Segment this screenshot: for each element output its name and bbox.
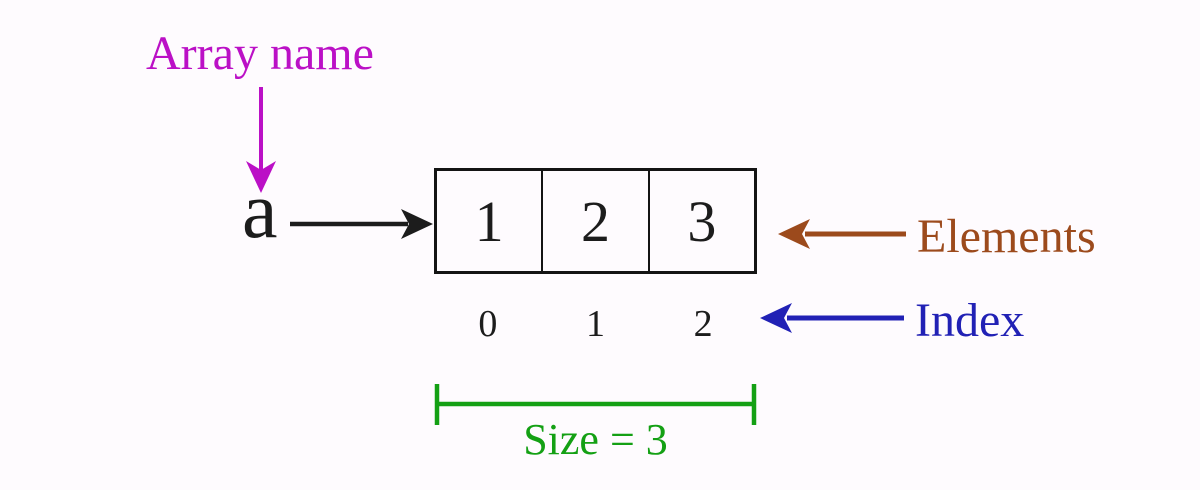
- index-value: 1: [586, 303, 605, 345]
- elements-arrow-head: [778, 219, 810, 249]
- index-value: 0: [478, 303, 498, 345]
- array-name-label: Array name: [146, 27, 374, 80]
- down-arrow-icon: [246, 87, 276, 193]
- index-value: 2: [693, 303, 713, 345]
- element-value: 3: [687, 188, 717, 254]
- right-arrow-icon: [290, 209, 433, 239]
- index-row: 0 1 2: [434, 305, 757, 343]
- size-bracket: [434, 384, 757, 425]
- array-cell: 2: [543, 171, 650, 271]
- index-left-arrow-icon: [760, 303, 904, 333]
- index-arrow-head: [760, 303, 792, 333]
- array-box: 1 2 3: [434, 168, 757, 274]
- element-value: 1: [474, 188, 504, 254]
- elements-label: Elements: [917, 210, 1096, 263]
- elements-left-arrow-icon: [778, 219, 906, 249]
- array-cell: 1: [437, 171, 544, 271]
- size-label: Size = 3: [523, 415, 668, 464]
- down-arrow-head: [246, 161, 276, 193]
- element-value: 2: [580, 188, 610, 254]
- index-label: Index: [915, 294, 1025, 347]
- array-cell: 3: [650, 171, 754, 271]
- right-arrow-head: [401, 209, 433, 239]
